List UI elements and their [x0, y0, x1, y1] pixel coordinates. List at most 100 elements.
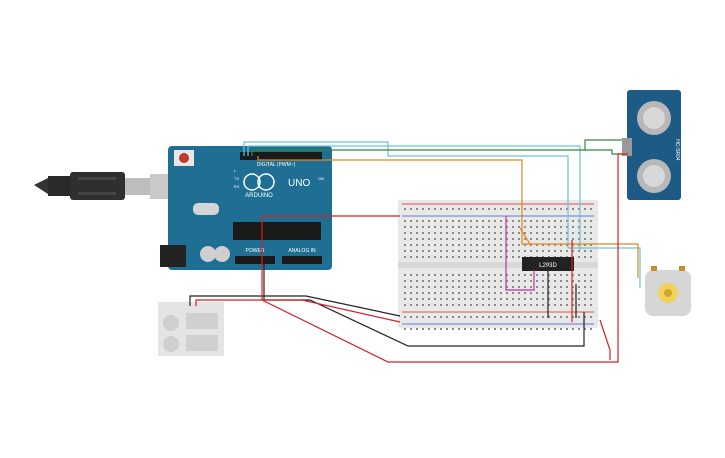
breadboard-hole[interactable] — [584, 244, 586, 246]
breadboard-hole[interactable] — [458, 226, 460, 228]
breadboard-hole[interactable] — [524, 250, 526, 252]
breadboard-hole[interactable] — [536, 244, 538, 246]
breadboard-hole[interactable] — [482, 316, 484, 318]
breadboard-hole[interactable] — [494, 250, 496, 252]
breadboard-hole[interactable] — [512, 226, 514, 228]
breadboard-hole[interactable] — [464, 250, 466, 252]
breadboard-hole[interactable] — [488, 298, 490, 300]
breadboard-hole[interactable] — [536, 208, 538, 210]
breadboard-hole[interactable] — [548, 220, 550, 222]
breadboard-hole[interactable] — [428, 220, 430, 222]
breadboard-hole[interactable] — [560, 328, 562, 330]
breadboard-hole[interactable] — [572, 286, 574, 288]
breadboard-hole[interactable] — [428, 298, 430, 300]
breadboard-hole[interactable] — [464, 292, 466, 294]
breadboard-hole[interactable] — [464, 298, 466, 300]
breadboard-hole[interactable] — [440, 316, 442, 318]
breadboard-hole[interactable] — [572, 220, 574, 222]
breadboard-hole[interactable] — [590, 238, 592, 240]
breadboard-hole[interactable] — [524, 316, 526, 318]
breadboard-hole[interactable] — [506, 232, 508, 234]
breadboard-hole[interactable] — [446, 328, 448, 330]
breadboard-hole[interactable] — [584, 316, 586, 318]
breadboard-hole[interactable] — [482, 238, 484, 240]
breadboard-hole[interactable] — [482, 328, 484, 330]
breadboard-hole[interactable] — [428, 238, 430, 240]
breadboard-hole[interactable] — [578, 238, 580, 240]
breadboard-hole[interactable] — [476, 292, 478, 294]
breadboard-hole[interactable] — [440, 226, 442, 228]
breadboard-hole[interactable] — [500, 232, 502, 234]
breadboard-hole[interactable] — [410, 256, 412, 258]
breadboard-hole[interactable] — [464, 286, 466, 288]
breadboard-hole[interactable] — [488, 316, 490, 318]
breadboard-hole[interactable] — [470, 274, 472, 276]
breadboard-hole[interactable] — [548, 250, 550, 252]
breadboard-hole[interactable] — [404, 220, 406, 222]
breadboard-hole[interactable] — [488, 226, 490, 228]
breadboard-hole[interactable] — [428, 292, 430, 294]
breadboard-hole[interactable] — [452, 328, 454, 330]
breadboard-hole[interactable] — [554, 304, 556, 306]
breadboard-hole[interactable] — [566, 286, 568, 288]
breadboard-hole[interactable] — [506, 316, 508, 318]
breadboard-hole[interactable] — [536, 286, 538, 288]
breadboard-hole[interactable] — [494, 298, 496, 300]
breadboard-hole[interactable] — [530, 274, 532, 276]
breadboard-hole[interactable] — [428, 256, 430, 258]
breadboard-hole[interactable] — [452, 256, 454, 258]
breadboard-hole[interactable] — [422, 250, 424, 252]
breadboard-hole[interactable] — [446, 292, 448, 294]
breadboard-hole[interactable] — [518, 280, 520, 282]
breadboard-hole[interactable] — [458, 286, 460, 288]
breadboard-hole[interactable] — [416, 292, 418, 294]
breadboard-hole[interactable] — [416, 256, 418, 258]
breadboard-hole[interactable] — [572, 274, 574, 276]
breadboard-hole[interactable] — [422, 208, 424, 210]
breadboard-hole[interactable] — [482, 304, 484, 306]
breadboard-hole[interactable] — [578, 256, 580, 258]
breadboard-hole[interactable] — [500, 274, 502, 276]
breadboard-hole[interactable] — [404, 232, 406, 234]
breadboard-hole[interactable] — [536, 250, 538, 252]
battery-pack-icon[interactable] — [158, 302, 224, 356]
breadboard-hole[interactable] — [494, 316, 496, 318]
breadboard-hole[interactable] — [572, 328, 574, 330]
breadboard-hole[interactable] — [470, 238, 472, 240]
breadboard-hole[interactable] — [434, 316, 436, 318]
breadboard-hole[interactable] — [530, 304, 532, 306]
breadboard-hole[interactable] — [470, 298, 472, 300]
breadboard-hole[interactable] — [410, 304, 412, 306]
breadboard-hole[interactable] — [512, 280, 514, 282]
breadboard-hole[interactable] — [590, 280, 592, 282]
breadboard-hole[interactable] — [590, 208, 592, 210]
breadboard-hole[interactable] — [584, 292, 586, 294]
breadboard-hole[interactable] — [440, 280, 442, 282]
breadboard-hole[interactable] — [500, 238, 502, 240]
breadboard-hole[interactable] — [404, 280, 406, 282]
breadboard-hole[interactable] — [416, 328, 418, 330]
breadboard-hole[interactable] — [566, 298, 568, 300]
breadboard-hole[interactable] — [488, 256, 490, 258]
breadboard-hole[interactable] — [428, 304, 430, 306]
breadboard-hole[interactable] — [422, 298, 424, 300]
breadboard-hole[interactable] — [506, 220, 508, 222]
breadboard-hole[interactable] — [404, 304, 406, 306]
breadboard-hole[interactable] — [506, 304, 508, 306]
breadboard-hole[interactable] — [416, 232, 418, 234]
breadboard-hole[interactable] — [518, 316, 520, 318]
breadboard-hole[interactable] — [410, 292, 412, 294]
breadboard-hole[interactable] — [452, 250, 454, 252]
breadboard-hole[interactable] — [482, 250, 484, 252]
breadboard-hole[interactable] — [524, 244, 526, 246]
breadboard-hole[interactable] — [554, 244, 556, 246]
breadboard-hole[interactable] — [470, 208, 472, 210]
breadboard-hole[interactable] — [536, 280, 538, 282]
breadboard-hole[interactable] — [590, 250, 592, 252]
breadboard-hole[interactable] — [416, 250, 418, 252]
breadboard-hole[interactable] — [506, 208, 508, 210]
breadboard-hole[interactable] — [464, 304, 466, 306]
breadboard-hole[interactable] — [554, 298, 556, 300]
breadboard-hole[interactable] — [410, 226, 412, 228]
breadboard-hole[interactable] — [578, 316, 580, 318]
